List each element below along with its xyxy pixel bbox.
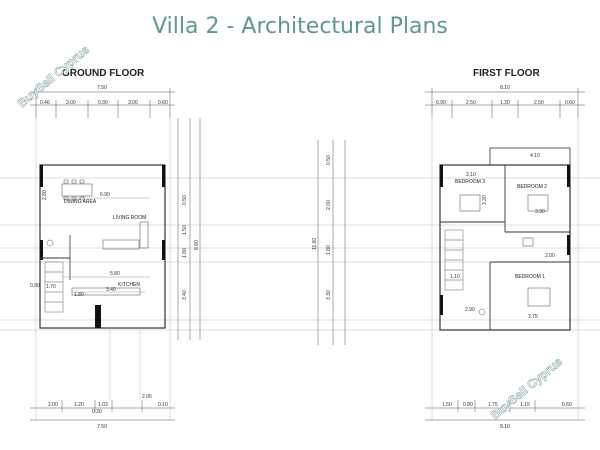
ff-inner-dim-7: 2.00 (545, 253, 555, 259)
ff-inner-dim-8: 1.10 (450, 274, 460, 280)
gf-inner-dim-6: 1.70 (46, 284, 56, 290)
ff-bottom-total: 8.10 (500, 424, 510, 430)
ff-left-dim-2: 2.00 (326, 200, 332, 210)
gf-bottom-dim-5: 0.30 (92, 409, 102, 415)
gf-room-kitchen: KITCHEN (118, 282, 140, 288)
gf-bottom-dim-2: 1.20 (74, 402, 84, 408)
gf-room-dining: DINING AREA (64, 199, 97, 205)
gf-top-dim-2: 3.00 (66, 100, 76, 106)
watermark-bottom: BuySell Cyprus (488, 354, 565, 422)
gf-bottom-dim-3: 1.03 (98, 402, 108, 408)
ff-room-bedroom-1: BEDROOM 1 (515, 274, 545, 280)
ff-top-dim-4: 2.50 (534, 100, 544, 106)
ff-top-dim-3: 1.30 (500, 100, 510, 106)
gf-room-living: LIVING ROOM (113, 215, 146, 221)
ff-inner-dim-6: 3.75 (528, 314, 538, 320)
gf-bottom-dim-1: 2.00 (48, 402, 58, 408)
watermark-top: BuySell Cyprus (15, 42, 92, 110)
ff-bottom-dim-5: 0.60 (562, 402, 572, 408)
gf-right-dim-3: 1.80 (182, 248, 188, 258)
ff-left-dim-4: 3.30 (326, 290, 332, 300)
gf-inner-dim-7: 0.90 (30, 283, 40, 289)
ff-room-bedroom-3: BEDROOM 3 (455, 179, 485, 185)
page-title: Villa 2 - Architectural Plans (152, 14, 448, 39)
ff-bottom-dim-4: 1.15 (520, 402, 530, 408)
ff-left-dim-3: 1.80 (326, 245, 332, 255)
gf-right-dim-1: 0.50 (182, 195, 188, 205)
gf-inner-dim-4: 3.40 (106, 287, 116, 293)
ff-room-bedroom-2: BEDROOM 2 (517, 184, 547, 190)
ff-top-total: 8.10 (500, 85, 510, 91)
ff-bottom-dim-1: 1.50 (442, 402, 452, 408)
ff-inner-dim-4: 3.90 (535, 209, 545, 215)
ff-inner-dim-5: 2.90 (465, 307, 475, 313)
ff-top-dim-5: 0.60 (565, 100, 575, 106)
gf-top-dim-4: 3.00 (128, 100, 138, 106)
first-floor-plan (300, 88, 600, 421)
ff-bottom-dim-2: 0.80 (463, 402, 473, 408)
ground-floor-plan (0, 88, 300, 421)
ff-bottom-dim-3: 1.75 (488, 402, 498, 408)
ff-inner-dim-1: 4.10 (530, 153, 540, 159)
gf-bottom-total: 7.50 (97, 424, 107, 430)
first-floor-label: FIRST FLOOR (473, 68, 540, 79)
ff-left-total: 11.60 (312, 238, 318, 250)
gf-inner-dim-5: 1.80 (74, 292, 84, 298)
ff-inner-dim-2: 3.10 (466, 172, 476, 178)
gf-top-total: 7.50 (97, 85, 107, 91)
ground-floor-label: GROUND FLOOR (62, 68, 145, 79)
gf-right-total: 8.80 (194, 240, 200, 250)
gf-bottom-dim-4: 2.06 (142, 394, 152, 400)
gf-top-dim-3: 0.30 (98, 100, 108, 106)
gf-right-dim-4: 3.40 (182, 290, 188, 300)
gf-top-dim-5: 0.60 (158, 100, 168, 106)
ff-inner-dim-3: 3.20 (482, 195, 488, 205)
gf-inner-dim-3: 5.80 (110, 271, 120, 277)
gf-top-dim-1: 0.46 (40, 100, 50, 106)
ff-left-dim-1: 0.50 (326, 155, 332, 165)
gf-inner-dim-1: 6.90 (100, 192, 110, 198)
gf-right-dim-2: 1.50 (182, 225, 188, 235)
gf-bottom-extra: 0.10 (158, 402, 168, 408)
ff-top-dim-2: 2.50 (466, 100, 476, 106)
gf-inner-dim-2: 2.80 (42, 190, 48, 200)
ff-top-dim-1: 0.90 (436, 100, 446, 106)
